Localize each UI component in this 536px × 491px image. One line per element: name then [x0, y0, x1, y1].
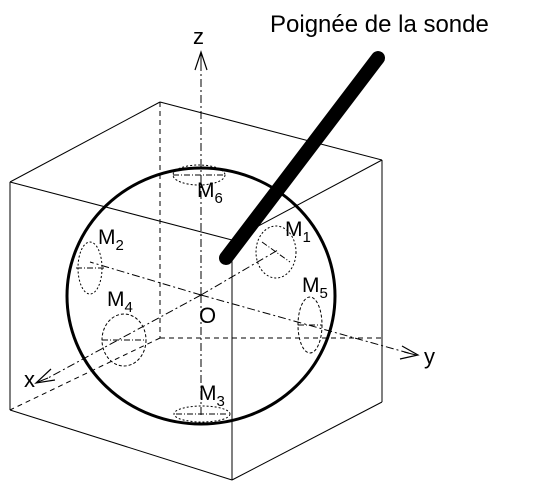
point-label-m2: M2 [98, 226, 124, 254]
cube-top-front-left-edge [9, 181, 233, 241]
point-label-m6: M6 [197, 179, 223, 207]
point-m3-circle [173, 405, 231, 423]
cube-top-back-right-edge [159, 101, 383, 161]
y-axis-line [200, 294, 413, 355]
x-axis-tip [37, 377, 49, 383]
point-m1-cross [261, 241, 291, 263]
point-m1-circle [255, 225, 297, 279]
axis-arrowheads [34, 50, 420, 384]
z-arrowhead-icon [194, 50, 208, 71]
point-m6-circle [172, 164, 226, 186]
y-axis-tip [403, 351, 417, 356]
point-label-m5: M5 [302, 274, 328, 302]
cube-hidden-edges [9, 102, 382, 411]
cube-hidden-left-edge [9, 337, 161, 411]
axes [47, 68, 413, 415]
point-label-m3: M3 [199, 382, 225, 410]
origin-label: O [199, 303, 216, 328]
axis-z-label: z [193, 24, 204, 49]
handle-label: Poignée de la sonde [270, 11, 489, 38]
contact-points [76, 164, 323, 423]
x-arrowhead-icon [34, 368, 56, 384]
y-axis-back-line [89, 261, 202, 296]
x-axis-back-line [200, 249, 279, 296]
cube-top-back-left-edge [9, 101, 161, 183]
point-label-m4: M4 [107, 288, 133, 316]
sphere-outline [65, 166, 337, 426]
axis-x-label: x [24, 367, 35, 392]
point-label-m1: M1 [285, 218, 311, 246]
cube-bottom-left-edge [9, 409, 233, 481]
probe-handle [219, 51, 385, 265]
axis-y-label: y [424, 344, 435, 369]
cube-bottom-right-edge [231, 401, 383, 481]
x-axis-line [47, 294, 202, 379]
cube-visible-edges [9, 101, 383, 481]
y-arrowhead-icon [399, 345, 420, 360]
